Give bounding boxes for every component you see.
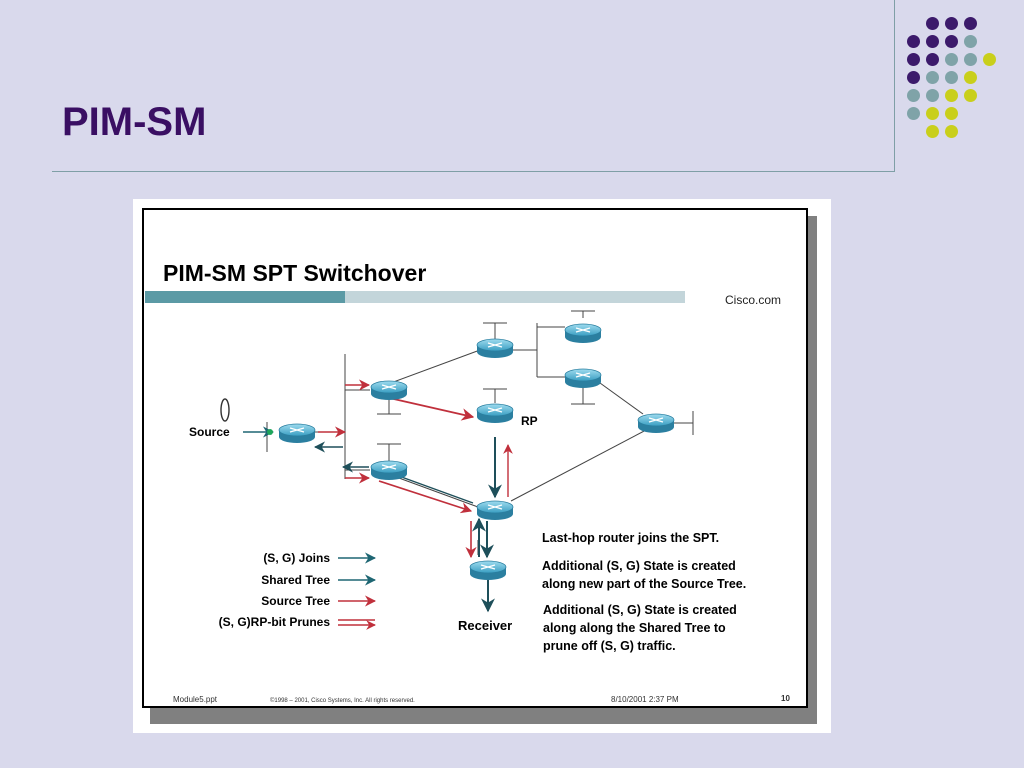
- router-icon: [637, 413, 675, 434]
- router-icon: [469, 560, 507, 581]
- footer-page: 10: [781, 694, 790, 703]
- note-line: Last-hop router joins the SPT.: [542, 531, 719, 545]
- receiver-label: Receiver: [458, 618, 512, 633]
- notes: Last-hop router joins the SPT. Additiona…: [542, 531, 746, 653]
- decorative-dot: [945, 53, 958, 66]
- figure-title: PIM-SM SPT Switchover: [163, 260, 426, 286]
- decorative-dot: [907, 53, 920, 66]
- router-icon: [476, 338, 514, 359]
- link-r7-r8: [599, 382, 644, 415]
- decorative-dot: [926, 17, 939, 30]
- title-band: [145, 291, 345, 303]
- decorative-dot: [964, 17, 977, 30]
- decorative-dot: [926, 125, 939, 138]
- footer-date: 8/10/2001 2:37 PM: [611, 695, 679, 704]
- decorative-dot: [907, 107, 920, 120]
- corner-divider: [894, 0, 895, 172]
- source-traffic-dot: [267, 429, 273, 435]
- router-icon: [564, 368, 602, 389]
- legend-label: (S, G)RP-bit Prunes: [219, 615, 331, 629]
- router-icon: [370, 460, 408, 481]
- note-line: Additional (S, G) State is created: [542, 559, 736, 573]
- decorative-dot: [926, 53, 939, 66]
- legend-label: (S, G) Joins: [263, 551, 330, 565]
- decorative-dot: [945, 35, 958, 48]
- pim-sm-diagram: PIM-SM SPT Switchover Cisco.com S: [142, 208, 817, 724]
- router-icon: [278, 423, 316, 444]
- decorative-dot: [945, 71, 958, 84]
- legend-label: Shared Tree: [261, 573, 330, 587]
- decorative-dot: [907, 35, 920, 48]
- router-icon: [564, 323, 602, 344]
- decorative-dot: [926, 35, 939, 48]
- link-r2-r5: [387, 473, 479, 508]
- note-line: prune off (S, G) traffic.: [543, 639, 676, 653]
- decorative-dot: [907, 71, 920, 84]
- decorative-dot-grid: [905, 10, 996, 150]
- decorative-dot: [964, 35, 977, 48]
- source-tree-arrow-spt: [378, 480, 473, 514]
- rp-label: RP: [521, 414, 538, 428]
- note-line: Additional (S, G) State is created: [543, 603, 737, 617]
- decorative-dot: [926, 71, 939, 84]
- router-icon: [370, 380, 408, 401]
- network-links: [266, 310, 694, 555]
- brand-label: Cisco.com: [725, 293, 781, 307]
- decorative-dot: [945, 125, 958, 138]
- decorative-dot: [945, 107, 958, 120]
- decorative-dot: [964, 71, 977, 84]
- note-line: along along the Shared Tree to: [543, 621, 726, 635]
- footer-copyright: ©1998 – 2001, Cisco Systems, Inc. All ri…: [270, 697, 415, 704]
- decorative-dot: [926, 107, 939, 120]
- title-divider: [52, 171, 895, 172]
- decorative-dot: [983, 53, 996, 66]
- decorative-dot: [926, 89, 939, 102]
- decorative-dot: [964, 89, 977, 102]
- register-arrow-rp: [384, 396, 475, 421]
- last-hop-router-icon: [476, 500, 514, 521]
- legend: (S, G) Joins Shared Tree Source Tree (S,…: [219, 551, 377, 630]
- link-r1-r3: [387, 349, 481, 385]
- source-host-icon: [220, 398, 230, 422]
- decorative-dot: [945, 89, 958, 102]
- decorative-dot: [907, 89, 920, 102]
- legend-label: Source Tree: [261, 594, 330, 608]
- slide-title: PIM-SM: [62, 100, 207, 144]
- figure-inset: PIM-SM SPT Switchover Cisco.com S: [133, 199, 831, 733]
- rp-router-icon: [476, 403, 514, 424]
- footer-file: Module5.ppt: [173, 695, 218, 704]
- decorative-dot: [945, 17, 958, 30]
- source-label: Source: [189, 425, 230, 439]
- link-r8-r5: [510, 428, 649, 502]
- note-line: along new part of the Source Tree.: [542, 577, 746, 591]
- decorative-dot: [964, 53, 977, 66]
- title-band-stripes: [345, 291, 685, 303]
